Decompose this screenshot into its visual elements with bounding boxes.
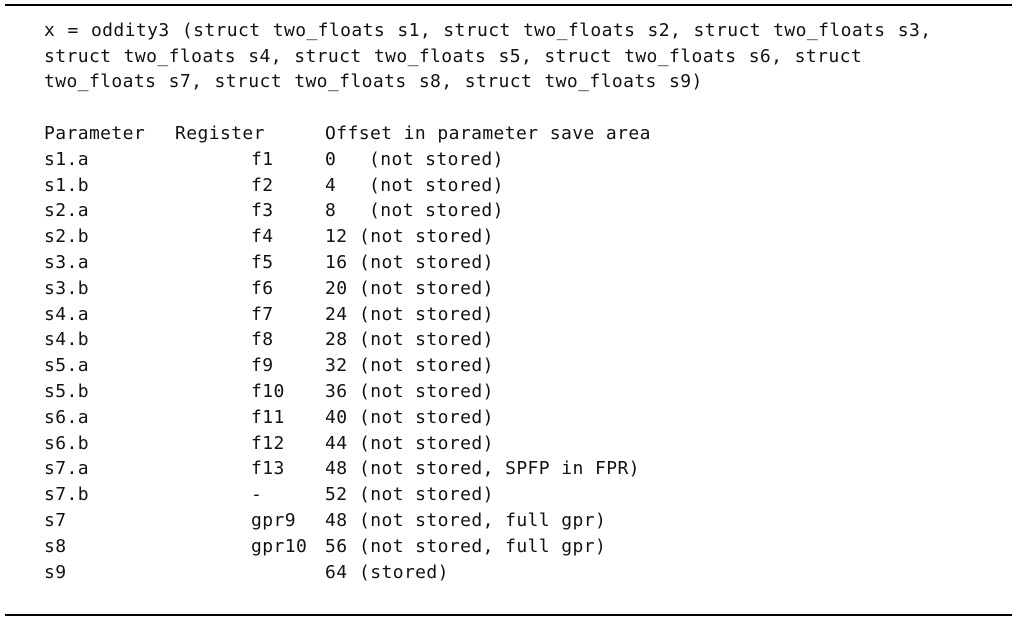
table-row: s1.a f1 0 (not stored) <box>44 147 503 173</box>
table-row: s7.b - 52 (not stored) <box>44 482 493 508</box>
table-row: s2.b f4 12 (not stored) <box>44 224 493 250</box>
cell-parameter: s4.a <box>44 303 89 325</box>
cell-offset-note: (not stored) <box>369 200 504 222</box>
cell-offset: 0 <box>325 148 337 170</box>
cell-parameter: s7.b <box>44 484 89 506</box>
cell-offset: 8 <box>325 200 337 222</box>
cell-register: f8 <box>251 329 274 351</box>
cell-parameter: s1.b <box>44 174 89 196</box>
cell-register: f1 <box>251 148 274 170</box>
cell-parameter: s1.a <box>44 148 89 170</box>
cell-parameter: s7 <box>44 509 67 531</box>
cell-offset-note: (not stored, full gpr) <box>359 535 607 557</box>
table-row: s2.a f3 8 (not stored) <box>44 198 503 224</box>
cell-offset-note: (not stored) <box>359 226 494 248</box>
table-row: s8 gpr10 56 (not stored, full gpr) <box>44 534 606 560</box>
cell-offset-note: (not stored) <box>359 380 494 402</box>
table-row: s5.a f9 32 (not stored) <box>44 353 493 379</box>
cell-parameter: s3.b <box>44 277 89 299</box>
cell-register: f13 <box>251 458 285 480</box>
cell-offset-note: (stored) <box>359 561 449 583</box>
table-row: s3.b f6 20 (not stored) <box>44 276 493 302</box>
cell-register: f2 <box>251 174 274 196</box>
cell-offset: 12 <box>325 226 348 248</box>
cell-register: f7 <box>251 303 274 325</box>
cell-offset-note: (not stored) <box>359 432 494 454</box>
parameter-table: Parameter Register Offset in parameter s… <box>44 121 650 586</box>
cell-register: f3 <box>251 200 274 222</box>
cell-register: - <box>251 484 263 506</box>
cell-offset: 44 <box>325 432 348 454</box>
cell-offset: 48 <box>325 509 348 531</box>
cell-offset: 20 <box>325 277 348 299</box>
cell-offset-note: (not stored) <box>359 277 494 299</box>
table-row: s6.a f11 40 (not stored) <box>44 405 493 431</box>
cell-parameter: s8 <box>44 535 67 557</box>
cell-parameter: s2.a <box>44 200 89 222</box>
cell-parameter: s2.b <box>44 226 89 248</box>
cell-parameter: s5.a <box>44 355 89 377</box>
table-header: Parameter Register Offset in parameter s… <box>44 121 650 147</box>
table-row: s5.b f10 36 (not stored) <box>44 379 493 405</box>
cell-offset: 36 <box>325 380 348 402</box>
cell-register: f4 <box>251 226 274 248</box>
header-parameter: Parameter <box>44 123 146 144</box>
cell-offset-note: (not stored) <box>369 148 504 170</box>
cell-register: f9 <box>251 355 274 377</box>
table-row: s6.b f12 44 (not stored) <box>44 431 493 457</box>
header-offset: Offset in parameter save area <box>325 123 651 144</box>
cell-offset-note: (not stored) <box>359 303 494 325</box>
cell-offset-note: (not stored, full gpr) <box>359 509 607 531</box>
cell-register: f12 <box>251 432 285 454</box>
cell-register: f6 <box>251 277 274 299</box>
cell-register: f5 <box>251 251 274 273</box>
cell-offset-note: (not stored) <box>359 251 494 273</box>
cell-parameter: s3.a <box>44 251 89 273</box>
table-row: s4.a f7 24 (not stored) <box>44 302 493 328</box>
cell-offset-note: (not stored) <box>359 355 494 377</box>
cell-offset: 40 <box>325 406 348 428</box>
cell-parameter: s4.b <box>44 329 89 351</box>
cell-offset: 28 <box>325 329 348 351</box>
table-row: s7.a f13 48 (not stored, SPFP in FPR) <box>44 456 640 482</box>
cell-offset-note: (not stored) <box>359 329 494 351</box>
table-row: s7 gpr9 48 (not stored, full gpr) <box>44 508 606 534</box>
cell-register: f10 <box>251 380 285 402</box>
table-row: s1.b f2 4 (not stored) <box>44 173 503 199</box>
cell-offset: 24 <box>325 303 348 325</box>
top-rule <box>5 4 1012 6</box>
header-register: Register <box>175 123 265 144</box>
table-row: s4.b f8 28 (not stored) <box>44 327 493 353</box>
cell-parameter: s6.a <box>44 406 89 428</box>
table-row: s9 64 (stored) <box>44 560 449 586</box>
cell-register: gpr10 <box>251 535 308 557</box>
cell-parameter: s9 <box>44 561 67 583</box>
cell-offset: 4 <box>325 174 337 196</box>
cell-parameter: s6.b <box>44 432 89 454</box>
cell-parameter: s7.a <box>44 458 89 480</box>
cell-offset-note: (not stored) <box>369 174 504 196</box>
cell-offset-note: (not stored) <box>359 484 494 506</box>
cell-offset: 32 <box>325 355 348 377</box>
table-row: s3.a f5 16 (not stored) <box>44 250 493 276</box>
cell-offset: 64 <box>325 561 348 583</box>
cell-parameter: s5.b <box>44 380 89 402</box>
cell-offset: 56 <box>325 535 348 557</box>
cell-offset: 48 <box>325 458 348 480</box>
cell-register: f11 <box>251 406 285 428</box>
cell-offset-note: (not stored) <box>359 406 494 428</box>
cell-offset: 52 <box>325 484 348 506</box>
function-signature: x = oddity3 (struct two_floats s1, struc… <box>44 20 932 92</box>
cell-register: gpr9 <box>251 509 296 531</box>
cell-offset-note: (not stored, SPFP in FPR) <box>359 458 640 480</box>
cell-offset: 16 <box>325 251 348 273</box>
bottom-rule <box>5 614 1012 616</box>
